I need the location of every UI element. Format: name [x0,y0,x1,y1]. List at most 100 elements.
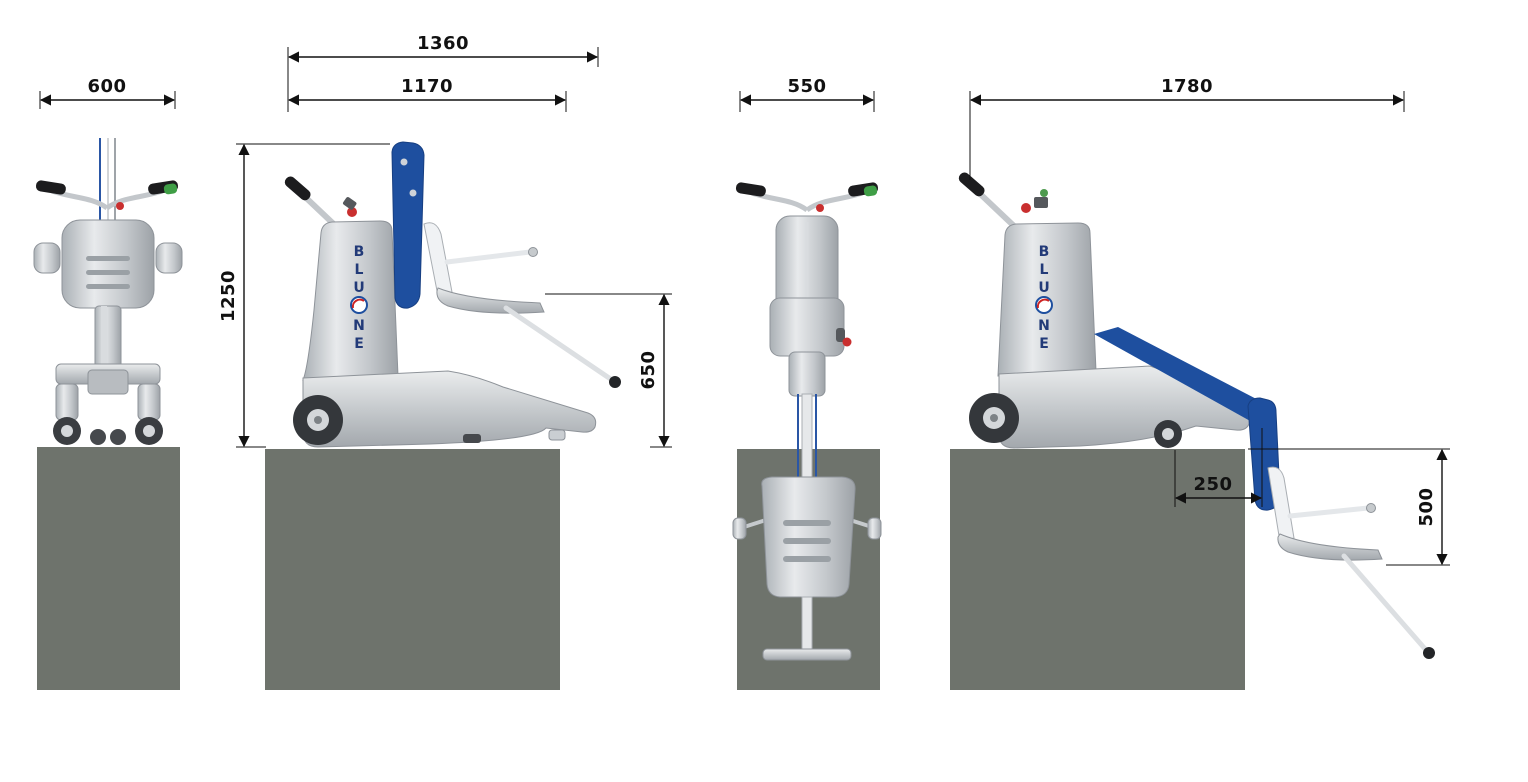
dimension-250: 250 [1174,428,1263,507]
control-red-dot [842,337,852,347]
rear-wheel-axle [314,416,322,424]
armrest-pad-left [732,517,747,540]
leg-right [137,383,161,421]
lift-column [94,305,122,369]
view-side-stowed: B L U N E [284,141,621,448]
control-lever [836,328,845,342]
dimension-1250: 1250 [218,143,390,448]
control-green-dot [1040,189,1048,197]
emergency-button [816,204,824,212]
mast-screw [409,189,417,197]
emergency-button [116,202,124,210]
view-side-deployed: B L U N E [958,172,1435,659]
armrest-rod-left [743,518,767,529]
platform-block-2 [265,449,560,690]
inner-wheel [110,429,126,445]
dimension-label: 1250 [218,270,239,322]
view-front-stowed [33,138,183,445]
front-wheel-hub [1162,428,1174,440]
seat-slot [86,284,130,289]
brand-letter: B [1039,244,1050,260]
brand-o-red-arc [1036,298,1050,309]
seat-slot [783,556,831,562]
dimension-label: 1170 [401,76,453,97]
armrest-left [33,242,61,274]
dimension-1780: 1780 [969,76,1405,180]
brand-letter: L [1040,262,1049,278]
inner-wheel [90,429,106,445]
seat-slot [86,256,130,261]
footrest-bar [762,648,852,661]
armrest-rod [1287,505,1371,519]
dimension-label: 500 [1416,487,1437,526]
lower-column [788,351,826,397]
front-foot [548,429,566,441]
armrest-rod [444,249,533,265]
mid-caster [463,434,481,443]
seat-back-front [61,219,155,309]
lift-column-highlight [101,306,107,368]
grip-left [35,180,66,195]
body-mid [769,297,845,357]
brand-letter: U [353,280,364,296]
armrest-knob [528,247,538,257]
blue-mast [391,141,425,309]
seat-front-deployed [761,476,856,598]
seat-slot [783,520,831,526]
armrest-right [155,242,183,274]
armrest-pad-right [867,517,882,540]
footrest-ball [1423,647,1435,659]
brand-o-red-arc [351,298,365,309]
footrest-ball [609,376,621,388]
dimension-label: 600 [87,76,126,97]
seat-back-side [1267,466,1295,543]
handle-stem [973,187,1017,229]
base-chassis [302,370,597,448]
brand-logo: B L U N E [1035,244,1053,352]
dimension-600: 600 [39,76,176,109]
dimension-label: 1360 [417,33,469,54]
mast-screw [400,158,408,166]
brand-letter: E [1039,336,1049,352]
footrest-pole [801,596,813,650]
dimension-label: 250 [1193,474,1232,495]
dimension-550: 550 [739,76,875,112]
emergency-button [1021,203,1031,213]
blue-arm-lowered [1094,327,1266,422]
caster-hub [143,425,155,437]
brand-letter: N [353,318,365,334]
dimension-label: 650 [638,350,659,389]
platform-block-4 [950,449,1245,690]
brand-letter: U [1038,280,1049,296]
brand-letter: L [355,262,364,278]
caster-hub [61,425,73,437]
rear-wheel-axle [990,414,998,422]
dimension-label: 550 [787,76,826,97]
grip [958,172,985,197]
brand-letter: E [354,336,364,352]
seat-back-side [423,222,453,297]
pool-edge-blocks [37,447,1245,690]
brand-letter: N [1038,318,1050,334]
dimension-650: 650 [545,293,672,448]
platform-block-1 [37,447,180,690]
grip-green-band [163,183,178,195]
grip-left [735,182,766,197]
seat-slot [783,538,831,544]
armrest-knob [1366,503,1376,513]
seat-pan-side [436,287,545,314]
lift-mast [801,393,813,485]
seat-slot [86,270,130,275]
leg-left [55,383,79,421]
dimension-label: 1780 [1161,76,1213,97]
emergency-button [347,207,357,217]
brand-logo: B L U N E [350,244,368,352]
footrest-rod [503,305,615,383]
brand-letter: B [354,244,365,260]
view-front-deployed [732,182,882,661]
body-column [302,220,399,381]
seat-pan-side [1277,533,1383,561]
control-lever [1034,197,1048,208]
